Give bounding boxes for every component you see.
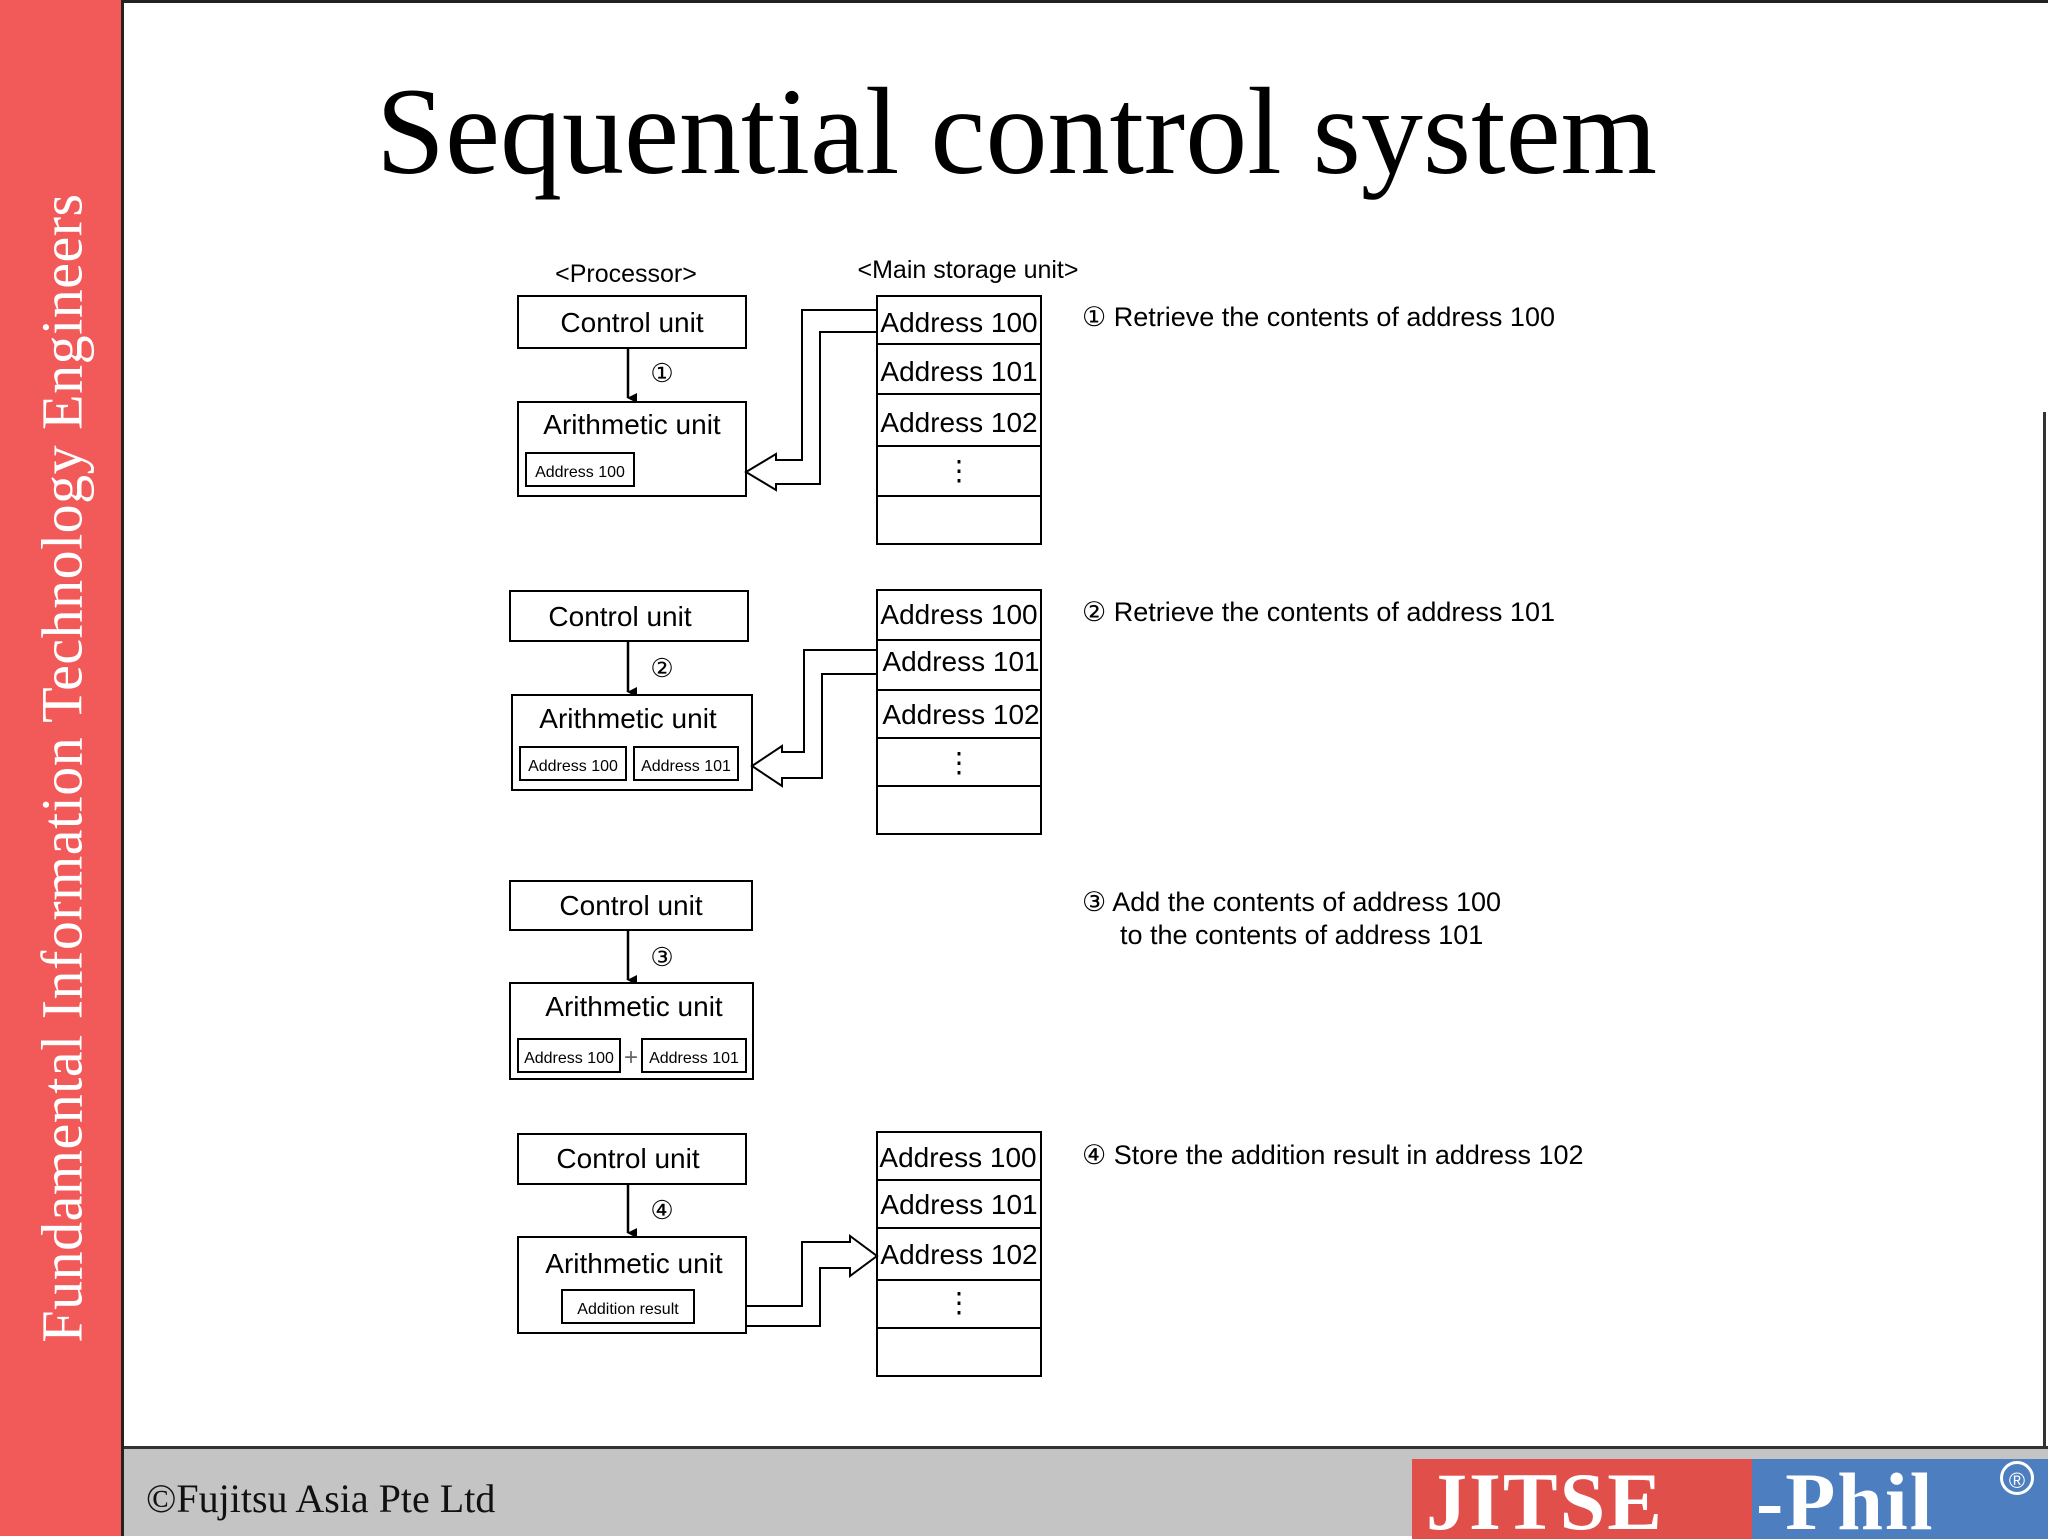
registered-mark-icon: ® — [2000, 1461, 2034, 1495]
memory-ellipsis: ⋮ — [945, 747, 973, 778]
memory-label: Address 101 — [882, 646, 1039, 677]
right-border — [2043, 412, 2046, 1448]
step-description-cont: to the contents of address 101 — [1120, 920, 1483, 950]
control-unit-label: Control unit — [548, 601, 691, 632]
data-transfer-arrow — [746, 1234, 879, 1327]
register-box — [561, 1289, 695, 1324]
memory-cell — [876, 785, 1042, 835]
memory-ellipsis: ⋮ — [945, 1287, 973, 1318]
slide-title: Sequential control system — [376, 63, 1658, 200]
register-label: Addition result — [577, 1301, 679, 1318]
main-storage-header: <Main storage unit> — [858, 256, 1079, 284]
arithmetic-unit-label: Arithmetic unit — [539, 703, 717, 734]
register-label: Address 100 — [528, 758, 618, 775]
memory-ellipsis: ⋮ — [945, 455, 973, 486]
memory-label: Address 100 — [879, 1142, 1036, 1173]
control-unit-box — [509, 880, 753, 931]
step-1: Control unit ① Arithmetic unit Address 1… — [517, 295, 1555, 545]
register-box — [641, 1038, 747, 1073]
memory-label: Address 102 — [880, 407, 1037, 438]
control-unit-box — [517, 295, 747, 349]
step-description: ② Retrieve the contents of address 101 — [1082, 597, 1555, 627]
memory-cell — [876, 589, 1042, 641]
step-marker: ② — [650, 653, 673, 683]
data-transfer-arrow — [744, 309, 877, 492]
register-label: Address 100 — [524, 1050, 614, 1067]
memory-cell — [876, 689, 1042, 739]
step-description: ④ Store the addition result in address 1… — [1082, 1140, 1584, 1170]
footer-bar: ©Fujitsu Asia Pte Ltd JITSE -Phil ® — [124, 1446, 2048, 1539]
register-box — [525, 452, 635, 487]
memory-label: Address 100 — [880, 599, 1037, 630]
copyright-text: ©Fujitsu Asia Pte Ltd — [146, 1476, 496, 1521]
memory-cell — [876, 1131, 1042, 1181]
register-label: Address 101 — [649, 1050, 739, 1067]
register-label: Address 101 — [641, 758, 731, 775]
memory-label: Address 101 — [880, 1189, 1037, 1220]
arithmetic-unit-label: Arithmetic unit — [545, 1248, 723, 1279]
memory-cell — [876, 495, 1042, 545]
memory-label: Address 102 — [880, 1239, 1037, 1270]
control-unit-label: Control unit — [559, 890, 702, 921]
jitse-phil-logo: JITSE -Phil ® — [1412, 1459, 2048, 1539]
memory-cell — [876, 639, 1042, 691]
register-box — [519, 746, 627, 781]
control-unit-box — [517, 1133, 747, 1185]
top-border — [124, 0, 2048, 3]
logo-phil: -Phil — [1752, 1459, 2048, 1539]
data-transfer-arrow — [750, 649, 877, 788]
register-box — [633, 746, 739, 781]
logo-jitse: JITSE — [1412, 1459, 1752, 1539]
step-marker: ③ — [650, 942, 673, 972]
arithmetic-unit-label: Arithmetic unit — [545, 991, 723, 1022]
register-box — [517, 1038, 621, 1073]
memory-cell — [876, 1327, 1042, 1377]
step-3: Control unit ③ Arithmetic unit Address 1… — [509, 880, 1501, 1080]
memory-label: Address 101 — [880, 356, 1037, 387]
control-unit-label: Control unit — [556, 1143, 699, 1174]
step-marker: ④ — [650, 1195, 673, 1225]
memory-cell — [876, 295, 1042, 345]
step-marker: ① — [650, 358, 673, 388]
arithmetic-unit-label: Arithmetic unit — [543, 409, 721, 440]
step-description: ① Retrieve the contents of address 100 — [1082, 302, 1555, 332]
memory-cell — [876, 737, 1042, 787]
control-unit-box — [509, 590, 749, 642]
control-unit-label: Control unit — [560, 307, 703, 338]
step-4: Control unit ④ Arithmetic unit Addition … — [517, 1131, 1584, 1377]
memory-cell — [876, 393, 1042, 447]
memory-cell — [876, 445, 1042, 497]
step-2: Control unit ② Arithmetic unit Address 1… — [509, 589, 1555, 835]
processor-header: <Processor> — [555, 260, 697, 288]
memory-cell — [876, 1179, 1042, 1229]
memory-cell — [876, 343, 1042, 395]
memory-label: Address 102 — [882, 699, 1039, 730]
register-label: Address 100 — [535, 464, 625, 481]
step-description: ③ Add the contents of address 100 — [1082, 887, 1501, 917]
sidebar-band: Fundamental Information Technology Engin… — [0, 0, 124, 1536]
sequential-control-diagram: <Processor> <Main storage unit> Control … — [509, 256, 1584, 1377]
memory-label: Address 100 — [880, 307, 1037, 338]
plus-sign: + — [624, 1044, 638, 1071]
